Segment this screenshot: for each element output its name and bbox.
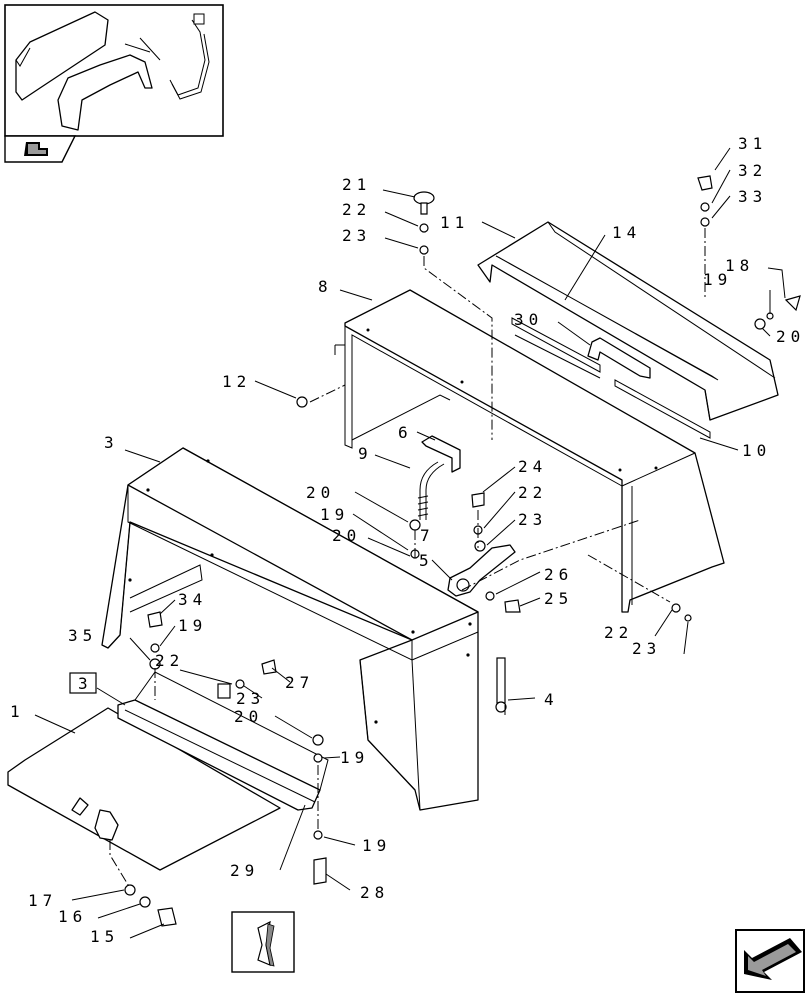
callout-19-c: 19 [178,616,207,635]
part-4-pin [495,657,507,713]
callout-32: 32 [738,161,767,180]
callout-22-d: 22 [155,651,184,670]
callout-25: 25 [544,589,573,608]
callout-6: 6 [398,423,413,442]
callout-11: 11 [440,213,469,232]
callout-19-b: 19 [320,505,349,524]
callout-18: 18 [725,256,754,275]
callout-30: 30 [514,310,543,329]
part-3-main-housing [101,447,479,811]
previous-page-arrow-icon[interactable] [24,142,48,156]
callout-31: 31 [738,134,767,153]
part-5-latch [447,544,516,597]
callout-19: 19 [703,270,732,289]
callout-16: 16 [58,907,87,926]
callout-8: 8 [318,277,333,296]
callout-33: 33 [738,187,767,206]
callout-35: 35 [68,626,97,645]
callout-7: 7 [420,526,435,545]
callout-labels: 21 22 23 11 14 31 32 33 18 19 20 8 30 10… [10,134,805,946]
callout-34: 34 [178,590,207,609]
part-1-bottom-tray [7,707,281,871]
callout-20-d: 20 [234,707,263,726]
leader-lines [34,147,786,939]
callout-26: 26 [544,565,573,584]
callout-23-b: 23 [518,510,547,529]
hardware-items [124,175,801,927]
callout-29: 29 [230,861,259,880]
callout-17: 17 [28,891,57,910]
part-29-strip [117,671,329,811]
reference-box-3[interactable]: 3 [69,672,97,694]
callout-14: 14 [612,223,641,242]
part-9-rod [417,461,445,520]
callout-21: 21 [342,175,371,194]
callout-19-e: 19 [362,836,391,855]
detail-view-icon[interactable] [231,911,295,973]
callout-19-d: 19 [340,748,369,767]
part-6-bracket [421,435,461,473]
callout-22-c: 22 [604,623,633,642]
reference-box-label: 3 [78,674,93,693]
callout-22: 22 [342,200,371,219]
callout-3: 3 [104,433,119,452]
callout-27: 27 [285,673,314,692]
assembly-center-lines [109,228,706,889]
callout-9: 9 [358,444,373,463]
callout-12: 12 [222,372,251,391]
assembly-thumbnail-icon [15,11,210,131]
callout-22-b: 22 [518,483,547,502]
part-8-rear-frame [334,289,725,613]
callout-5: 5 [419,551,434,570]
callout-20-b: 20 [306,483,335,502]
callout-24: 24 [518,457,547,476]
callout-20-c: 20 [332,526,361,545]
callout-23-d: 23 [236,689,265,708]
callout-23-c: 23 [632,639,661,658]
callout-1: 1 [10,702,25,721]
callout-28: 28 [360,883,389,902]
callout-4: 4 [544,690,559,709]
callout-20: 20 [776,327,805,346]
part-11-top-cover [477,221,779,421]
next-page-arrow-icon[interactable] [735,929,805,993]
callout-23: 23 [342,226,371,245]
callout-10: 10 [742,441,771,460]
callout-15: 15 [90,927,119,946]
thumbnail-overview[interactable] [4,4,224,163]
